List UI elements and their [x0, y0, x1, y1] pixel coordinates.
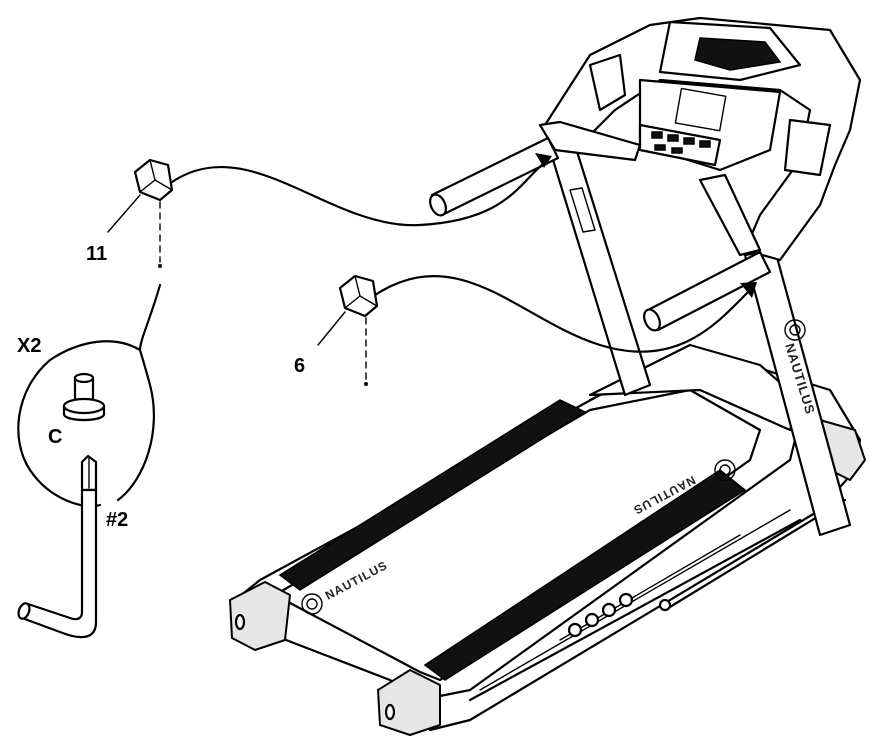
front-left-endcap: [229, 581, 291, 651]
callout-bubble: [17, 283, 162, 508]
left-upright-panel: [569, 187, 596, 233]
part-6-endcap: [338, 274, 379, 386]
right-console-grip: [783, 118, 832, 177]
deck-side-bar-2: [479, 509, 791, 691]
assembly-arrows: [170, 153, 757, 353]
left-console-grip: [588, 53, 627, 112]
quantity-label: X2: [17, 335, 41, 357]
left-upright: [548, 143, 652, 397]
side-knobs: [567, 592, 634, 638]
arrow-part-6-path: [373, 275, 754, 353]
rear-rod-cap: [658, 598, 672, 612]
arrow-part-6-head: [740, 282, 757, 298]
upright-spiral-logo-icon: [784, 319, 806, 341]
right-handrail-mount: [698, 173, 762, 257]
screw-pin-icon: [62, 372, 106, 422]
keypad-buttons: [651, 131, 711, 154]
belt-spiral-logo-icon: [714, 459, 736, 481]
walking-belt: [273, 388, 762, 682]
part-6-leader: [317, 311, 346, 346]
right-foot-rail: [423, 469, 747, 681]
console-display-window: [694, 37, 782, 71]
console-screen: [674, 87, 727, 132]
arrow-part-11-path: [170, 158, 550, 227]
arrow-part-11-head: [535, 153, 552, 168]
front-right-endcap: [377, 669, 441, 736]
left-handlebar: [430, 136, 560, 217]
front-spiral-logo-icon: [301, 593, 323, 615]
part-11-leader: [107, 194, 141, 233]
part-6-label: 6: [294, 355, 305, 377]
part-11-label: 11: [86, 243, 107, 265]
deck-side-bar: [468, 518, 802, 702]
left-foot-rail: [278, 399, 587, 591]
hardware-callout: [17, 283, 162, 508]
tool-size-label: #2: [106, 509, 128, 531]
part-11-endcap: [133, 158, 174, 268]
treadmill: NAUTILUS NAUTILUS NAUTILUS: [229, 16, 866, 736]
hardware-c-label: C: [48, 426, 62, 448]
phillips-allen-key-icon: [17, 454, 98, 639]
